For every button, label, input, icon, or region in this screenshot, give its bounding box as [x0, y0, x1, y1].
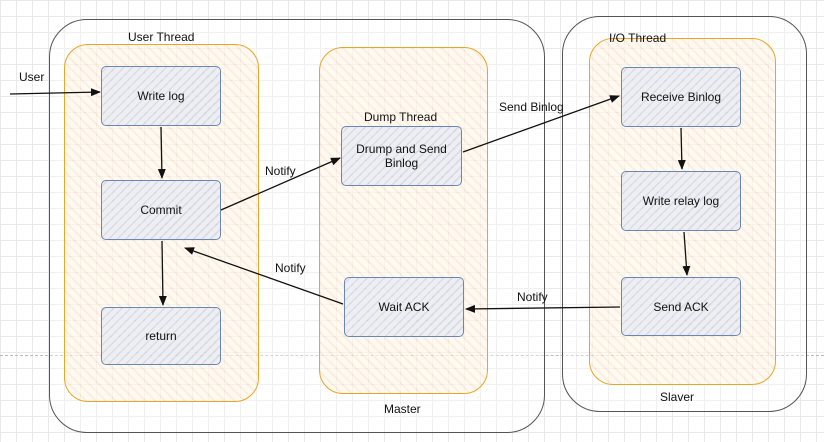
write-relay-log-label: Write relay log — [642, 194, 720, 208]
wait-ack-label: Wait ACK — [378, 300, 430, 314]
commit-node: Commit — [101, 180, 221, 240]
slaver-label: Slaver — [660, 390, 695, 404]
receive-binlog-label: Receive Binlog — [640, 90, 722, 104]
arrow-write-log-to-commit — [157, 126, 166, 179]
user-thread-title: User Thread — [128, 30, 195, 44]
arrow-relay-to-sendack — [682, 231, 691, 276]
arrow-sendack-to-waitack — [465, 304, 621, 313]
wait-ack-node: Wait ACK — [344, 277, 464, 337]
arrow-receive-to-relay — [677, 127, 686, 170]
dump-send-binlog-node: Drump and Send Binlog — [341, 126, 462, 186]
notify-label-sendack-to-wait: Notify — [517, 290, 548, 304]
return-node: return — [101, 307, 221, 365]
arrow-waitack-to-commit — [184, 247, 344, 305]
user-label: User — [19, 70, 45, 84]
dump-send-label-line2: Binlog — [384, 156, 419, 170]
commit-label: Commit — [140, 203, 182, 217]
arrow-dump-to-receive — [462, 95, 620, 153]
write-log-label: Write log — [137, 89, 185, 103]
notify-label-commit-to-dump: Notify — [265, 164, 296, 178]
send-ack-node: Send ACK — [621, 277, 741, 336]
send-binlog-label: Send Binlog — [499, 100, 564, 114]
send-ack-label: Send ACK — [653, 299, 709, 314]
arrow-user-to-write-log — [9, 88, 101, 97]
return-label: return — [145, 329, 177, 343]
arrow-commit-to-dump — [220, 157, 341, 211]
dump-send-label-line1: Drump and Send — [356, 142, 447, 156]
write-log-node: Write log — [101, 66, 221, 126]
dump-thread-title: Dump Thread — [364, 110, 438, 124]
receive-binlog-node: Receive Binlog — [621, 67, 741, 127]
write-relay-log-node: Write relay log — [621, 171, 741, 231]
notify-label-wait-to-commit: Notify — [275, 261, 306, 275]
arrow-commit-to-return — [158, 240, 167, 306]
master-label: Master — [384, 402, 421, 416]
io-thread-title: I/O Thread — [609, 31, 667, 45]
